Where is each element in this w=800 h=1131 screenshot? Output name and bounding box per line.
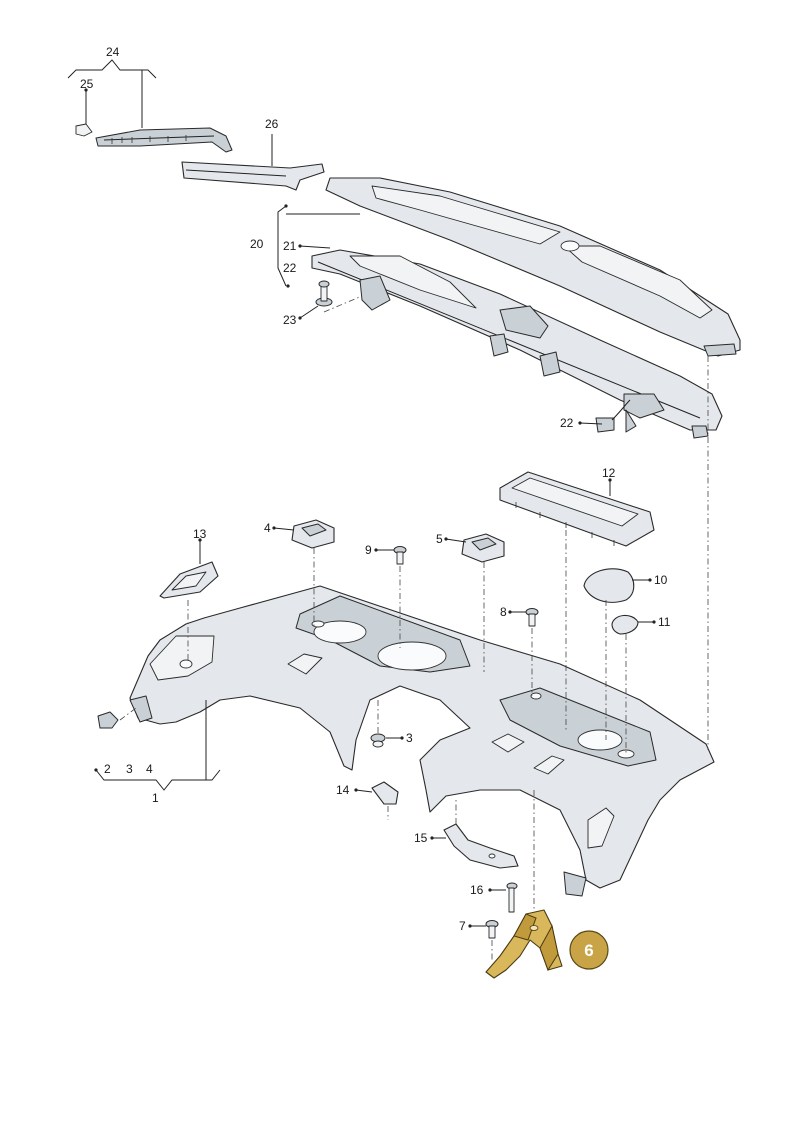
part-26-cover-strip	[181, 161, 325, 191]
callout-21: 21	[283, 239, 297, 253]
part-7-screw	[485, 920, 499, 939]
part-13-lamp	[159, 561, 219, 599]
callout-9: 9	[365, 543, 372, 557]
callout-7: 7	[459, 919, 466, 933]
part-10-round-cover	[583, 568, 635, 603]
callout-3-nut: 3	[406, 731, 413, 745]
leader-dots	[84, 88, 656, 928]
callout-8: 8	[500, 605, 507, 619]
part-16-screw	[506, 882, 518, 913]
callout-4-group: 4	[146, 762, 153, 776]
part-1-rear-shelf-panel	[129, 585, 715, 897]
part-3-nut	[370, 733, 386, 748]
callout-4: 4	[264, 521, 271, 535]
part-5-bracket	[461, 533, 505, 563]
part-11-cap	[611, 614, 639, 635]
part-23-screw	[315, 280, 333, 307]
callout-15: 15	[414, 831, 428, 845]
leader-lines	[67, 59, 709, 960]
callout-5: 5	[436, 532, 443, 546]
callout-3: 3	[126, 762, 133, 776]
callout-22-top: 22	[283, 261, 297, 275]
part-15-bracket	[443, 823, 519, 869]
part-8-screw	[525, 608, 539, 627]
part-24-trim-strip	[95, 127, 233, 153]
highlight-badge-label: 6	[584, 941, 593, 960]
part-12-frame	[499, 471, 655, 547]
part-6-highlighted-bracket	[485, 909, 563, 979]
part-9-screw	[393, 546, 407, 565]
highlight-badge-circle	[569, 930, 609, 970]
part-25-bulb	[75, 123, 93, 137]
callout-20: 20	[250, 237, 264, 251]
part-14-pad	[371, 781, 399, 805]
part-20-shelf-cover	[325, 177, 741, 357]
callout-14: 14	[336, 783, 350, 797]
callout-12: 12	[602, 466, 616, 480]
callout-25: 25	[80, 77, 94, 91]
callout-22-bottom: 22	[560, 416, 574, 430]
callout-13: 13	[193, 527, 207, 541]
callout-11: 11	[658, 615, 671, 629]
callout-24: 24	[106, 45, 120, 59]
callout-26: 26	[265, 117, 279, 131]
callout-2: 2	[104, 762, 111, 776]
highlight-callout-6[interactable]: 6	[569, 930, 609, 970]
part-2-clip	[97, 711, 119, 729]
part-21-roller-rail	[311, 249, 723, 439]
part-4-bracket	[291, 519, 335, 549]
callout-1: 1	[152, 791, 159, 805]
callout-16: 16	[470, 883, 484, 897]
callout-23: 23	[283, 313, 297, 327]
callout-labels: 24 25 26 20 21 22 23 22 12 13 4 5 9 10 8…	[80, 45, 671, 933]
callout-10: 10	[654, 573, 668, 587]
